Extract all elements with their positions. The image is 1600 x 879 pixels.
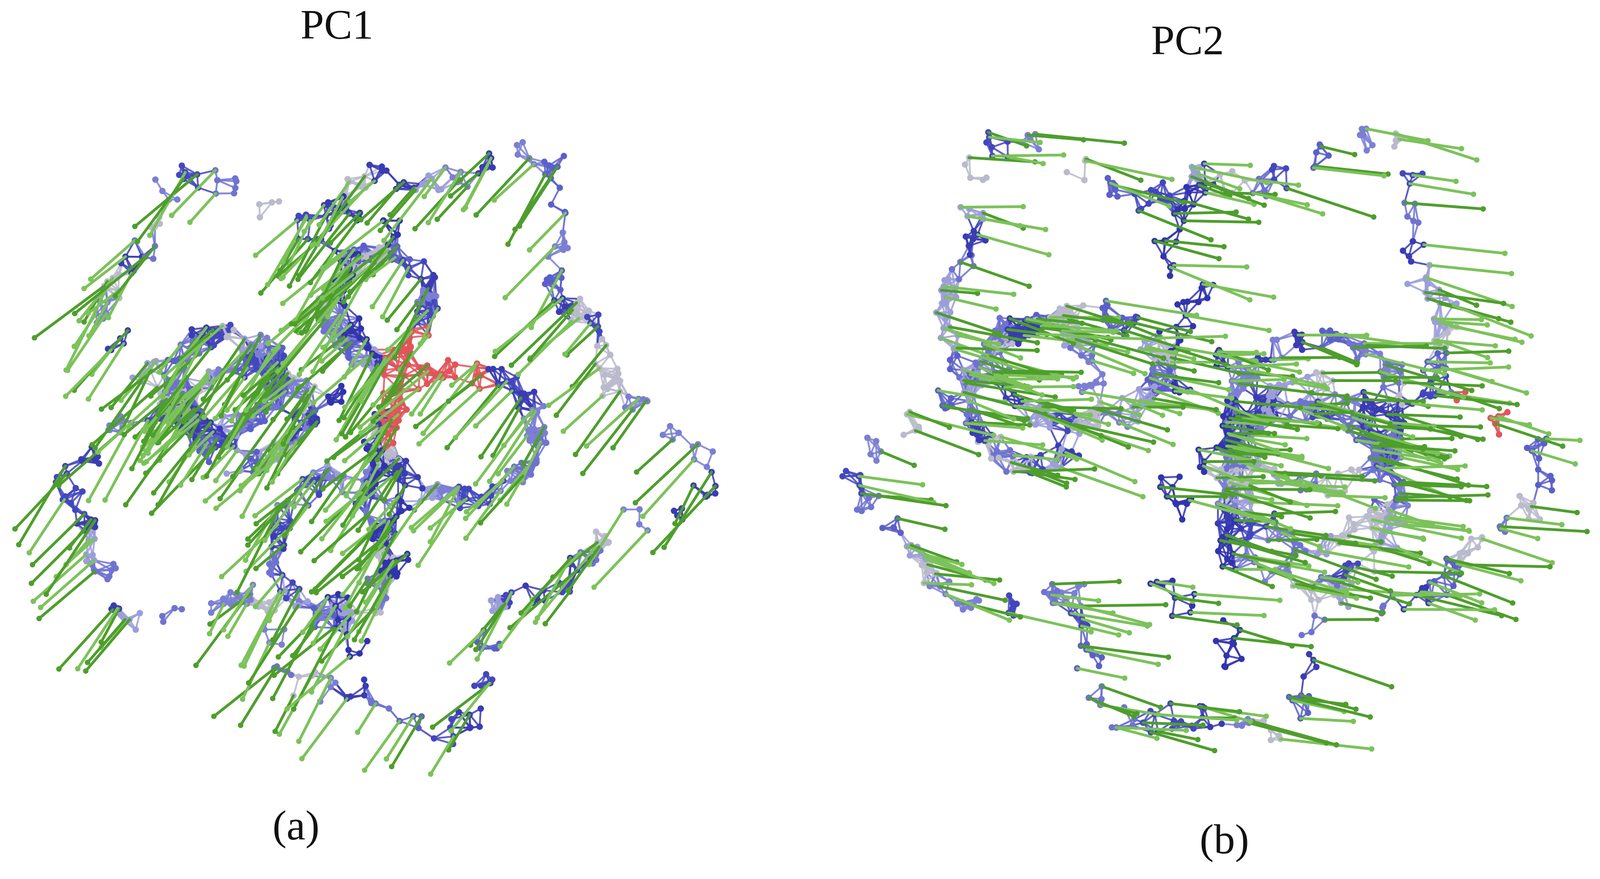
pc1-structure: [12, 139, 719, 777]
